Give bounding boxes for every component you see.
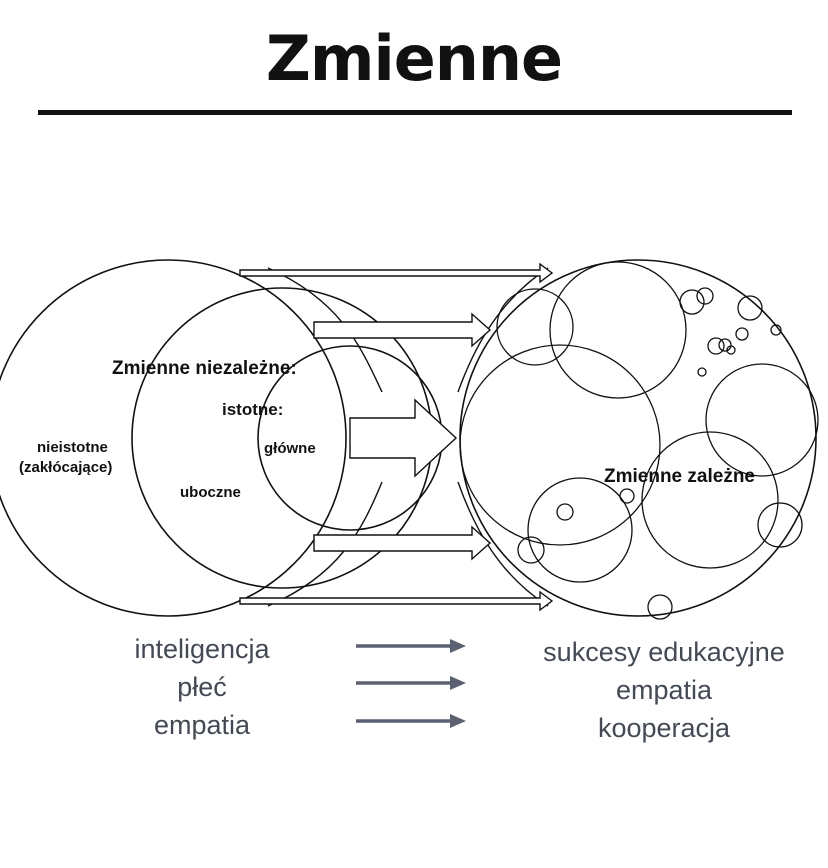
independent-example-item: empatia xyxy=(153,710,251,740)
independent-variables-label: Zmienne niezależne: xyxy=(112,358,297,379)
dependent-example-item: sukcesy edukacyjne xyxy=(543,637,785,667)
dependent-examples: sukcesy edukacyjne empatia kooperacja xyxy=(530,633,798,747)
independent-example-item: płeć xyxy=(177,672,227,702)
arrow-bottom xyxy=(239,590,554,612)
relevant-variables-label: istotne: xyxy=(222,400,283,419)
dependent-example-item: empatia xyxy=(615,675,713,705)
irrelevant-variables-sublabel: (zakłócające) xyxy=(19,459,112,476)
arrow-top xyxy=(239,262,554,284)
arrow-lower xyxy=(313,525,492,561)
example-arrows xyxy=(356,639,466,728)
page-title: Zmienne xyxy=(265,22,563,95)
independent-example-item: inteligencja xyxy=(134,634,270,664)
dependent-variables-circle xyxy=(459,259,817,617)
dependent-example-item: kooperacja xyxy=(597,713,731,743)
secondary-variables-label: uboczne xyxy=(180,484,241,501)
title-underline xyxy=(38,110,792,115)
dependent-variables-label: Zmienne zależne xyxy=(604,466,755,487)
irrelevant-variables-circle xyxy=(0,259,347,617)
dependent-bubbles xyxy=(459,261,819,620)
irrelevant-variables-label: nieistotne xyxy=(37,439,108,456)
arrow-upper xyxy=(313,312,492,348)
independent-examples: inteligencja płeć empatia xyxy=(102,630,302,744)
main-variables-label: główne xyxy=(264,440,316,457)
arrow-main xyxy=(349,398,458,478)
